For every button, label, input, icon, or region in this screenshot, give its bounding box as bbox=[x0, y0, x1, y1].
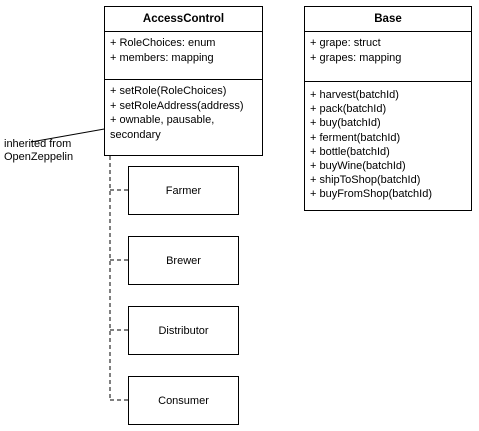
method: + bottle(batchId) bbox=[310, 145, 390, 158]
base-methods: + harvest(batchId) + pack(batchId) + buy… bbox=[305, 82, 471, 202]
note-connector bbox=[30, 127, 111, 143]
attribute: + grape: struct bbox=[310, 37, 381, 49]
method: + setRole(RoleChoices) bbox=[110, 85, 227, 97]
method: + buyFromShop(batchId) bbox=[310, 188, 432, 201]
consumer-box: Consumer bbox=[128, 376, 239, 425]
method: + buy(batchId) bbox=[310, 117, 381, 130]
base-class: Base + grape: struct + grapes: mapping +… bbox=[304, 6, 472, 211]
method: + buyWine(batchId) bbox=[310, 160, 406, 173]
note-line-2: OpenZeppelin bbox=[4, 151, 74, 163]
brewer-box: Brewer bbox=[128, 236, 239, 285]
attribute: + RoleChoices: enum bbox=[110, 37, 216, 49]
method: + ferment(batchId) bbox=[310, 131, 401, 144]
method: + setRoleAddress(address) bbox=[110, 99, 244, 112]
method: secondary bbox=[110, 128, 161, 141]
method: + ownable, pausable, bbox=[110, 114, 215, 126]
attribute: + grapes: mapping bbox=[310, 51, 402, 64]
farmer-box: Farmer bbox=[128, 166, 239, 215]
access-control-class: AccessControl + RoleChoices: enum + memb… bbox=[104, 6, 263, 156]
method: + harvest(batchId) bbox=[310, 89, 399, 101]
method: + shipToShop(batchId) bbox=[310, 174, 421, 187]
base-title: Base bbox=[305, 7, 471, 32]
note-line-1: inherited from bbox=[4, 138, 72, 150]
access-control-attributes: + RoleChoices: enum + members: mapping bbox=[105, 32, 262, 80]
base-attributes: + grape: struct + grapes: mapping bbox=[305, 32, 471, 82]
distributor-box: Distributor bbox=[128, 306, 239, 355]
inherited-note: inherited from OpenZeppelin bbox=[4, 138, 73, 164]
method: + pack(batchId) bbox=[310, 103, 387, 116]
attribute: + members: mapping bbox=[110, 51, 214, 64]
access-control-title: AccessControl bbox=[105, 7, 262, 32]
access-control-methods: + setRole(RoleChoices) + setRoleAddress(… bbox=[105, 80, 262, 142]
